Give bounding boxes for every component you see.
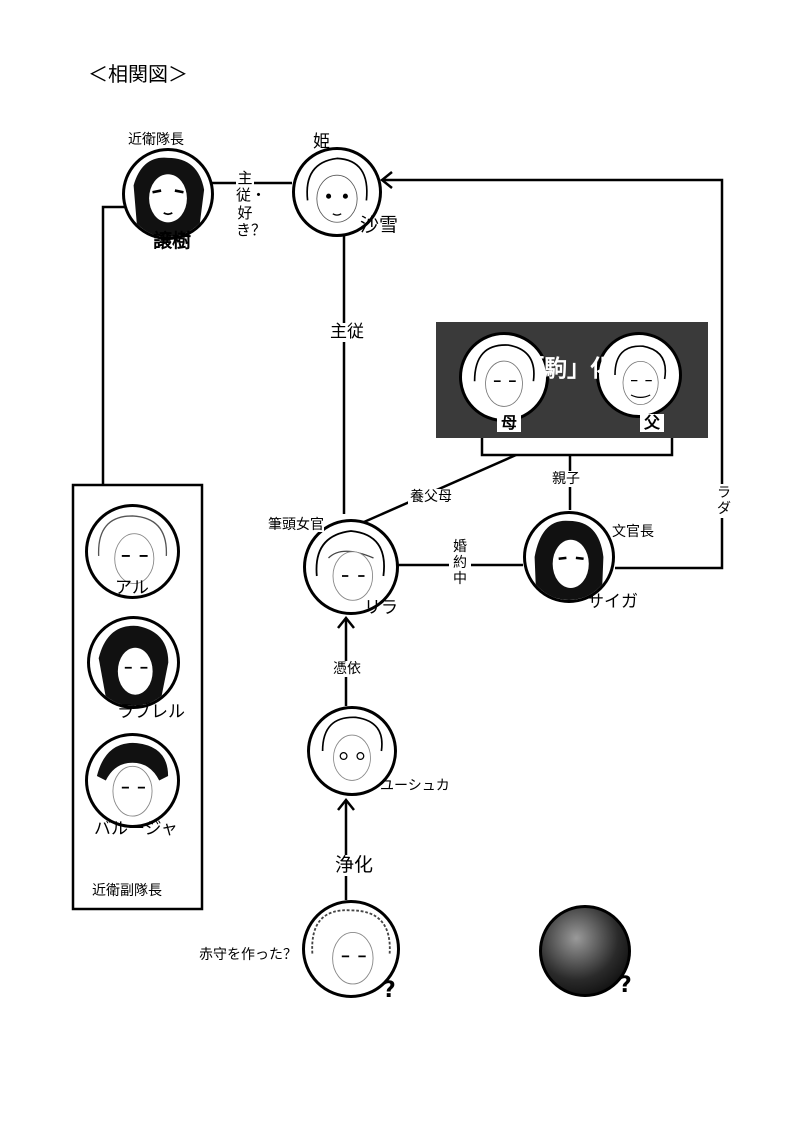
unknown2-name: ? <box>619 973 632 998</box>
unknown1-portrait <box>302 900 400 998</box>
relation-engaged: 婚約中 <box>449 538 471 589</box>
yushuka-portrait <box>307 706 397 796</box>
koma-title: 「駒」化 <box>521 356 613 382</box>
relation-yuzuki-sayuki: 主従・好き？ <box>236 168 266 241</box>
vice-captains-label: 近衛副隊長 <box>92 883 162 899</box>
labrel-portrait <box>87 616 180 709</box>
unknown1-note: 赤守を作った？ <box>197 947 299 963</box>
koma-mother-label: 母 <box>497 414 522 432</box>
relation-foster: 養父母 <box>408 489 454 505</box>
yuzuki-portrait <box>122 148 214 240</box>
lila-name: リラ <box>364 598 398 618</box>
unknown1-name: ? <box>383 978 396 1003</box>
sayuki-portrait <box>292 147 382 237</box>
yuzuki-role: 近衛隊長 <box>128 132 184 148</box>
lila-role: 筆頭女官 <box>268 517 324 533</box>
labrel-name: ラブレル <box>117 702 185 722</box>
barujya-name: バルージャ <box>94 819 178 839</box>
sayuki-name: 沙雪 <box>360 214 399 236</box>
lila-portrait <box>303 519 399 615</box>
unknown2-portrait <box>539 905 631 997</box>
father-portrait <box>596 332 682 418</box>
sayuki-role: 姫 <box>313 132 330 152</box>
al-name: アル <box>115 578 149 598</box>
yushuka-name: ユーシュカ <box>380 778 450 794</box>
relation-possession: 憑依 <box>331 661 363 677</box>
relation-rada: ラダ <box>713 484 735 519</box>
koma-father-label: 父 <box>640 414 665 432</box>
page-title: ＜相関図＞ <box>88 62 188 86</box>
relation-sayuki-lila: 主従 <box>328 322 366 342</box>
al-portrait <box>85 504 180 599</box>
barujya-portrait <box>85 733 180 828</box>
mother-portrait <box>459 332 549 422</box>
yuzuki-name: 譲樹 <box>153 230 192 252</box>
relation-parent-child: 親子 <box>550 471 582 487</box>
saiga-role: 文官長 <box>612 524 654 540</box>
saiga-name: サイガ <box>587 592 638 612</box>
relation-purification: 浄化 <box>333 854 376 876</box>
saiga-portrait <box>523 511 615 603</box>
